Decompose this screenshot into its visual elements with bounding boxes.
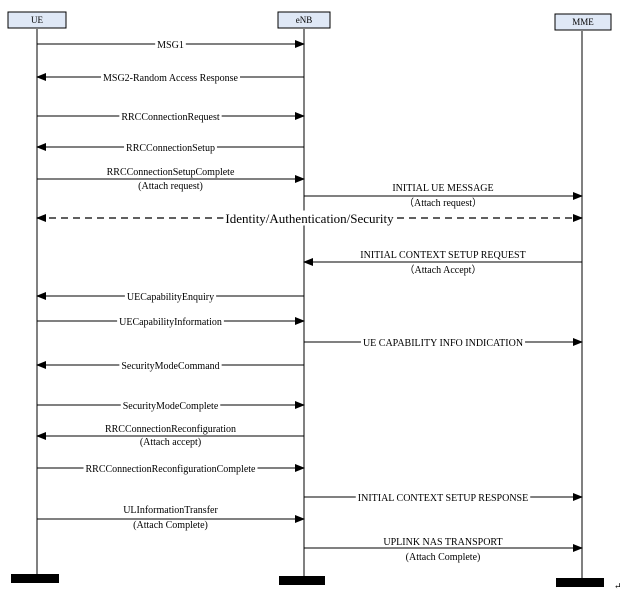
messages: MSG1 MSG2-Random Access Response RRCConn…: [36, 38, 583, 563]
mme-end-bar: [556, 578, 604, 587]
svg-text:RRCConnectionReconfigurationCo: RRCConnectionReconfigurationComplete: [86, 464, 257, 475]
svg-text:(Attach Complete): (Attach Complete): [406, 552, 481, 563]
svg-text:RRCConnectionReconfiguration: RRCConnectionReconfiguration: [105, 424, 236, 435]
message-ue-capability-enquiry: UECapabilityEnquiry: [36, 290, 304, 303]
svg-text:MSG2-Random Access Response: MSG2-Random Access Response: [103, 73, 239, 84]
message-initial-context-setup-response: INITIAL CONTEXT SETUP RESPONSE: [304, 491, 583, 504]
svg-text:SecurityModeComplete: SecurityModeComplete: [123, 401, 219, 412]
enb-header: eNB: [277, 11, 331, 29]
message-msg1: MSG1: [37, 38, 305, 51]
enb-label: eNB: [296, 15, 313, 25]
svg-text:(Attach Complete): (Attach Complete): [133, 520, 208, 531]
mme-header: MME: [554, 13, 612, 31]
svg-text:ULInformationTransfer: ULInformationTransfer: [123, 505, 218, 516]
svg-text:INITIAL UE MESSAGE: INITIAL UE MESSAGE: [392, 183, 493, 194]
svg-text:Identity/Authentication/Securi: Identity/Authentication/Security: [225, 211, 394, 226]
message-security-mode-complete: SecurityModeComplete: [37, 399, 305, 412]
message-ue-capability-information: UECapabilityInformation: [37, 315, 305, 328]
svg-text:RRCConnectionSetupComplete: RRCConnectionSetupComplete: [107, 167, 235, 178]
svg-text:SecurityModeCommand: SecurityModeCommand: [121, 361, 219, 372]
svg-text:UECapabilityInformation: UECapabilityInformation: [119, 317, 222, 328]
svg-text:(Attach accept): (Attach accept): [140, 437, 201, 448]
ue-end-bar: [11, 574, 59, 583]
message-identity-authentication-security: Identity/Authentication/Security: [36, 210, 583, 226]
message-rrc-connection-reconfiguration-complete: RRCConnectionReconfigurationComplete: [37, 462, 305, 475]
enb-end-bar: [279, 576, 325, 585]
svg-text:INITIAL CONTEXT SETUP REQUEST: INITIAL CONTEXT SETUP REQUEST: [360, 250, 525, 261]
message-security-mode-command: SecurityModeCommand: [36, 359, 304, 372]
svg-text:UE CAPABILITY INFO INDICATION: UE CAPABILITY INFO INDICATION: [363, 338, 523, 349]
svg-text:(Attach request): (Attach request): [138, 181, 203, 192]
ue-header: UE: [7, 11, 67, 29]
message-initial-context-setup-request: INITIAL CONTEXT SETUP REQUEST （Attach Acc…: [303, 250, 582, 276]
message-initial-ue-message: INITIAL UE MESSAGE （Attach request）: [304, 183, 583, 209]
message-uplink-nas-transport: UPLINK NAS TRANSPORT (Attach Complete): [304, 537, 583, 563]
message-rrc-connection-setup: RRCConnectionSetup: [36, 141, 304, 154]
message-rrc-connection-reconfiguration: RRCConnectionReconfiguration (Attach acce…: [36, 424, 304, 448]
svg-text:MSG1: MSG1: [157, 40, 184, 51]
message-msg2-random-access-response: MSG2-Random Access Response: [36, 71, 304, 84]
svg-text:RRCConnectionSetup: RRCConnectionSetup: [126, 143, 215, 154]
svg-text:（Attach Accept）: （Attach Accept）: [405, 264, 482, 276]
message-rrc-connection-setup-complete: RRCConnectionSetupComplete (Attach reques…: [37, 167, 305, 192]
svg-text:UECapabilityEnquiry: UECapabilityEnquiry: [127, 292, 214, 303]
svg-text:RRCConnectionRequest: RRCConnectionRequest: [121, 112, 220, 123]
svg-text:UPLINK NAS TRANSPORT: UPLINK NAS TRANSPORT: [383, 537, 502, 548]
ue-label: UE: [31, 15, 43, 25]
message-ue-capability-info-indication: UE CAPABILITY INFO INDICATION: [304, 336, 583, 349]
message-rrc-connection-request: RRCConnectionRequest: [37, 110, 305, 123]
message-ul-information-transfer: ULInformationTransfer (Attach Complete): [37, 505, 305, 531]
paragraph-mark: ↵: [614, 581, 622, 591]
mme-label: MME: [572, 17, 594, 27]
svg-text:INITIAL CONTEXT SETUP RESPONSE: INITIAL CONTEXT SETUP RESPONSE: [358, 493, 528, 504]
svg-text:（Attach request）: （Attach request）: [404, 197, 482, 209]
